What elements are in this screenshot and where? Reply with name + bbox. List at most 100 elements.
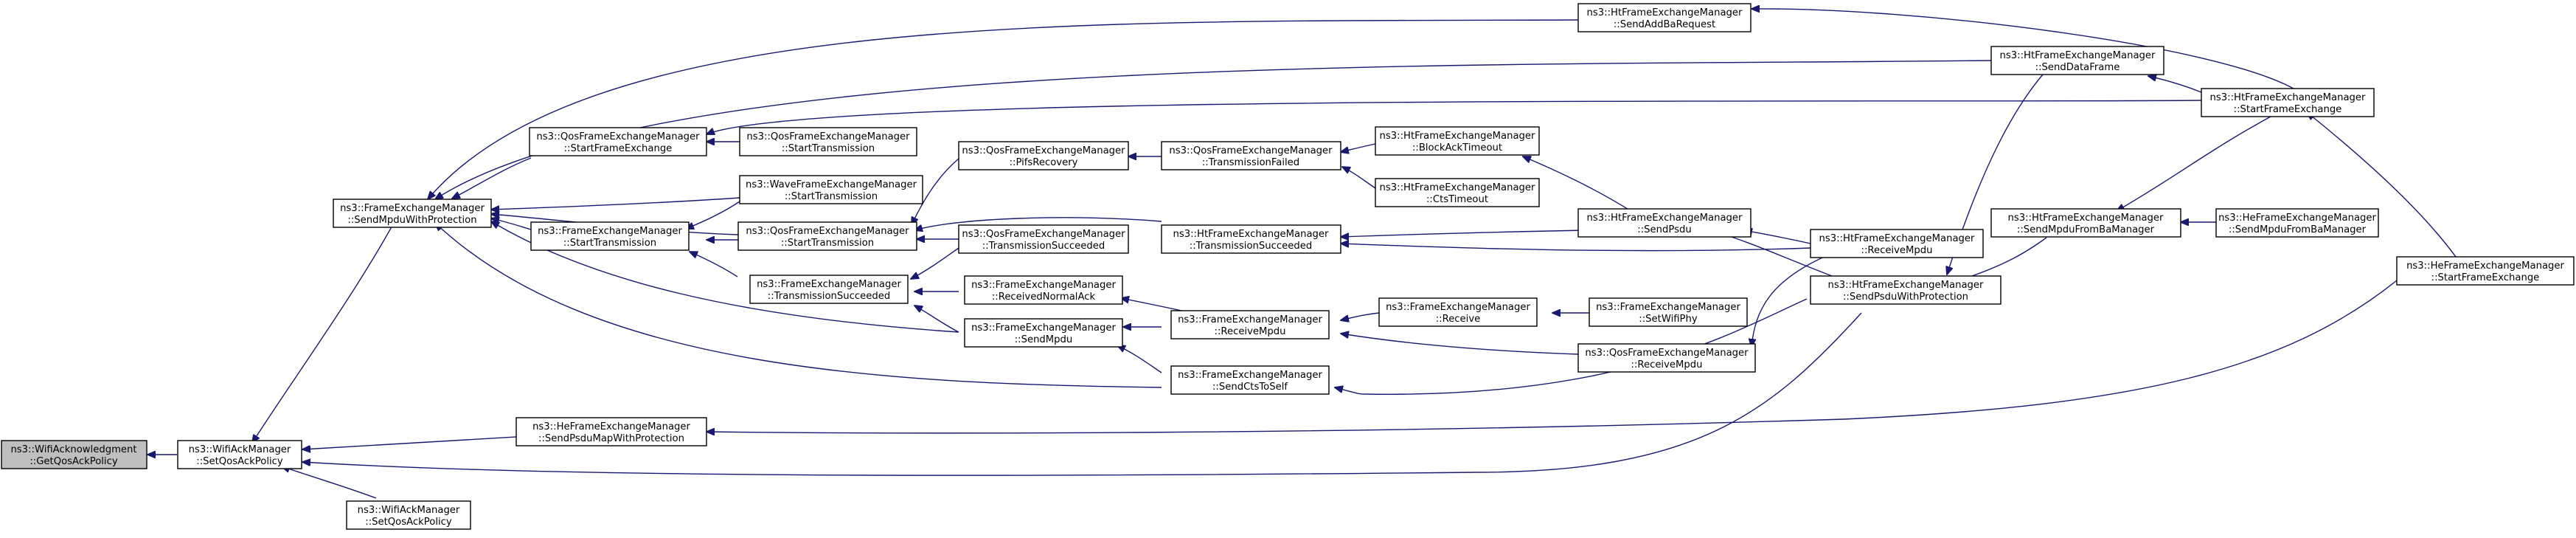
node-htframeexchangemanager-startframeexchange[interactable]: ns3::HtFrameExchangeManager ::StartFrame… (2201, 88, 2375, 117)
node-label-line2: ::StartFrameExchange (564, 143, 673, 154)
node-label-line2: ::Receive (1436, 314, 1481, 325)
node-label-line1: ns3::HeFrameExchangeManager (532, 421, 690, 432)
node-label-line1: ns3::WifiAckManager (189, 444, 291, 455)
node-label-line2: ::ReceiveMpdu (1215, 326, 1286, 337)
node-label-line2: ::SendPsdu (1637, 224, 1691, 235)
node-label-line2: ::TransmissionSucceeded (768, 291, 890, 302)
node-htframeexchangemanager-transmissionsucceeded[interactable]: ns3::HtFrameExchangeManager ::Transmissi… (1161, 224, 1341, 254)
node-label-line2: ::StartTransmission (563, 238, 656, 249)
node-label-line1: ns3::FrameExchangeManager (1596, 302, 1740, 313)
edge-n19-n2 (435, 223, 1162, 388)
edge-n3-n1 (302, 436, 517, 449)
edge-n11-n10 (914, 306, 959, 333)
node-label-line1: ns3::QosFrameExchangeManager (962, 145, 1125, 156)
node-qosframeexchangemanager-starttransmission-2[interactable]: ns3::QosFrameExchangeManager ::StartTran… (739, 127, 917, 156)
node-label-line1: ns3::FrameExchangeManager (1178, 370, 1322, 381)
node-qosframeexchangemanager-startframeexchange[interactable]: ns3::QosFrameExchangeManager ::StartFram… (529, 127, 707, 156)
node-wifiackmanager-setqosackpolicy[interactable]: ns3::WifiAckManager ::SetQosAckPolicy (177, 440, 302, 469)
node-htframeexchangemanager-blockacktimeout[interactable]: ns3::HtFrameExchangeManager ::BlockAckTi… (1375, 126, 1540, 156)
node-label-line1: ns3::HtFrameExchangeManager (1380, 131, 1535, 142)
node-frameexchangemanager-sendmpduwithprotection[interactable]: ns3::FrameExchangeManager ::SendMpduWith… (333, 199, 492, 228)
node-frameexchangemanager-transmissionsucceeded[interactable]: ns3::FrameExchangeManager ::Transmission… (749, 275, 909, 304)
edge-n27-n26 (1752, 254, 1830, 347)
node-htframeexchangemanager-ctstimeout[interactable]: ns3::HtFrameExchangeManager ::CtsTimeout (1375, 178, 1540, 207)
node-qosframeexchangemanager-starttransmission[interactable]: ns3::QosFrameExchangeManager ::StartTran… (737, 221, 917, 251)
edge-n24-n20 (1523, 156, 1631, 211)
node-qosframeexchangemanager-transmissionsucceeded[interactable]: ns3::QosFrameExchangeManager ::Transmiss… (958, 224, 1129, 254)
node-label-line1: ns3::FrameExchangeManager (971, 323, 1116, 334)
edge-n24-n17 (1341, 230, 1586, 237)
edge-n5-n1 (302, 312, 1862, 476)
node-frameexchangemanager-receivempdu[interactable]: ns3::FrameExchangeManager ::ReceiveMpdu (1170, 310, 1330, 339)
node-label-line2: ::PifsRecovery (1010, 157, 1078, 168)
node-label-line2: ::ReceiveMpdu (1861, 245, 1933, 256)
node-label-line2: ::SendCtsToSelf (1212, 382, 1288, 393)
node-frameexchangemanager-receive[interactable]: ns3::FrameExchangeManager ::Receive (1378, 297, 1538, 327)
edge-n32-n30 (2307, 112, 2457, 258)
node-label-line1: ns3::QosFrameExchangeManager (962, 229, 1125, 240)
edge-n27-n24 (1744, 230, 1811, 244)
node-label-line2: ::SendMpdu (1015, 334, 1073, 345)
edge-n13-n9 (912, 158, 959, 225)
edge-n20-n16 (1341, 143, 1376, 152)
node-label-line1: ns3::QosFrameExchangeManager (536, 131, 700, 142)
node-label-line1: ns3::HeFrameExchangeManager (2218, 213, 2376, 224)
node-label-line1: ns3::FrameExchangeManager (538, 226, 682, 237)
node-frameexchangemanager-sendctstoself[interactable]: ns3::FrameExchangeManager ::SendCtsToSel… (1170, 365, 1330, 395)
node-label-line2: ::StartTransmission (782, 143, 875, 154)
node-label-line1: ns3::QosFrameExchangeManager (746, 226, 909, 237)
node-label-line1: ns3::HtFrameExchangeManager (1380, 182, 1535, 193)
edge-n5-n19 (1335, 298, 1808, 395)
node-label-line1: ns3::HtFrameExchangeManager (2210, 92, 2366, 103)
node-label-line1: ns3::FrameExchangeManager (971, 280, 1116, 291)
node-label-line1: ns3::HtFrameExchangeManager (1828, 280, 1984, 291)
node-wifiackmanager-setqosackpolicy-2[interactable]: ns3::WifiAckManager ::SetQosAckPolicy (346, 500, 471, 530)
node-label-line2: ::SendAddBaRequest (1614, 19, 1715, 30)
node-waveframeexchangemanager-starttransmission[interactable]: ns3::WaveFrameExchangeManager ::StartTra… (739, 175, 923, 204)
node-label-line1: ns3::WifiAcknowledgment (10, 444, 136, 455)
node-htframeexchangemanager-sendmpdufrombamanager[interactable]: ns3::HtFrameExchangeManager ::SendMpduFr… (1990, 208, 2181, 238)
node-htframeexchangemanager-receivempdu[interactable]: ns3::HtFrameExchangeManager ::ReceiveMpd… (1810, 229, 1984, 258)
node-qosframeexchangemanager-transmissionfailed[interactable]: ns3::QosFrameExchangeManager ::Transmiss… (1161, 141, 1341, 170)
node-label-line1: ns3::HtFrameExchangeManager (2008, 213, 2164, 224)
node-label-line1: ns3::HtFrameExchangeManager (2000, 50, 2156, 61)
edge-n30-n29 (2117, 111, 2280, 211)
node-htframeexchangemanager-sendpsdu[interactable]: ns3::HtFrameExchangeManager ::SendPsdu (1577, 208, 1752, 238)
edge-n21-n16 (1342, 167, 1376, 189)
node-label-line2: ::SetWifiPhy (1639, 314, 1698, 325)
node-label-line1: ns3::WaveFrameExchangeManager (746, 179, 917, 190)
node-qosframeexchangemanager-receivempdu[interactable]: ns3::QosFrameExchangeManager ::ReceiveMp… (1577, 343, 1756, 373)
edge-n32-n3 (707, 280, 2398, 433)
edge-n26-n18 (1341, 334, 1579, 355)
node-label-line1: ns3::HtFrameExchangeManager (1587, 7, 1743, 18)
node-label-line2: ::GetQosAckPolicy (29, 456, 118, 467)
node-heframeexchangemanager-startframeexchange[interactable]: ns3::HeFrameExchangeManager ::StartFrame… (2396, 256, 2575, 286)
node-label-line1: ns3::FrameExchangeManager (757, 279, 901, 290)
node-label-line2: ::TransmissionSucceeded (1190, 241, 1312, 252)
node-heframeexchangemanager-sendpsdumapwithprotection[interactable]: ns3::HeFrameExchangeManager ::SendPsduMa… (515, 417, 707, 446)
node-htframeexchangemanager-senddataframe[interactable]: ns3::HtFrameExchangeManager ::SendDataFr… (1990, 46, 2164, 75)
edge-n22-n18 (1341, 312, 1380, 320)
node-label-line2: ::ReceiveMpdu (1631, 359, 1703, 370)
node-qosframeexchangemanager-pifsrecovery[interactable]: ns3::QosFrameExchangeManager ::PifsRecov… (958, 141, 1129, 170)
node-frameexchangemanager-setwifiphy[interactable]: ns3::FrameExchangeManager ::SetWifiPhy (1589, 297, 1748, 327)
node-focus-wifiacknowledgment-getqosackpolicy[interactable]: ns3::WifiAcknowledgment ::GetQosAckPolic… (1, 440, 147, 469)
node-frameexchangemanager-receivednormalack[interactable]: ns3::FrameExchangeManager ::ReceivedNorm… (964, 275, 1123, 305)
node-label-line1: ns3::HtFrameExchangeManager (1819, 233, 1975, 244)
node-label-line2: ::ReceivedNormalAck (992, 292, 1096, 303)
edge-n23-n2 (428, 19, 1579, 199)
node-label-line1: ns3::FrameExchangeManager (340, 203, 485, 214)
edge-n27-n17 (1341, 244, 1811, 252)
node-label-line2: ::SendDataFrame (2035, 62, 2120, 73)
node-label-line1: ns3::HtFrameExchangeManager (1587, 213, 1743, 224)
edge-n30-n28 (2148, 76, 2202, 93)
node-label-line2: ::SendPsduMapWithProtection (538, 433, 684, 444)
node-frameexchangemanager-starttransmission[interactable]: ns3::FrameExchangeManager ::StartTransmi… (530, 221, 690, 251)
node-frameexchangemanager-sendmpdu[interactable]: ns3::FrameExchangeManager ::SendMpdu (964, 318, 1123, 348)
node-heframeexchangemanager-sendmpdufrombamanager[interactable]: ns3::HeFrameExchangeManager ::SendMpduFr… (2215, 208, 2379, 238)
node-htframeexchangemanager-sendaddbarequest[interactable]: ns3::HtFrameExchangeManager ::SendAddBaR… (1577, 3, 1752, 32)
node-htframeexchangemanager-sendpsduwithprotection[interactable]: ns3::HtFrameExchangeManager ::SendPsduWi… (1810, 275, 2002, 305)
node-label-line2: ::SendMpduWithProtection (347, 215, 476, 226)
node-label-line2: ::StartTransmission (785, 191, 878, 202)
